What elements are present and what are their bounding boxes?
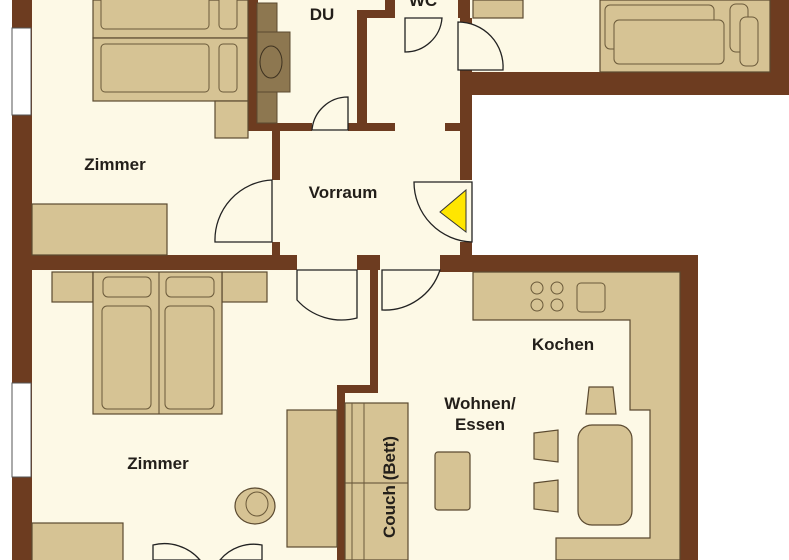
bed-lower [51, 271, 268, 415]
bed-top-right [599, 0, 771, 73]
door-wc [404, 17, 443, 53]
doors [152, 17, 504, 560]
window-top-left [11, 27, 32, 116]
window-bottom-left [11, 382, 32, 478]
entrance-triangle-icon [439, 188, 467, 234]
label-kochen: Kochen [532, 335, 594, 354]
chair [585, 386, 617, 415]
couch [344, 402, 409, 560]
label-wohnen: Wohnen/ [444, 394, 516, 413]
nightstand-upper [214, 100, 249, 139]
coffee-table [434, 451, 471, 511]
wardrobe [286, 409, 338, 548]
door-wohnen [381, 269, 441, 311]
label-du: DU [310, 5, 335, 24]
door-zimmer-upper [214, 179, 273, 243]
shelf-hall [472, 0, 524, 19]
kitchen-counter [472, 271, 681, 560]
label-essen: Essen [455, 415, 505, 434]
desk [31, 522, 124, 560]
chair [533, 429, 559, 463]
door-du [311, 96, 349, 131]
bed-upper [92, 0, 249, 102]
stove [256, 2, 291, 124]
label-vorraum: Vorraum [309, 183, 378, 202]
label-couch: Couch (Bett) [380, 436, 399, 538]
label-wc: WC [409, 0, 437, 10]
armchair [234, 487, 276, 525]
label-zimmer-top: Zimmer [84, 155, 146, 174]
label-zimmer-bottom: Zimmer [127, 454, 189, 473]
chair [533, 479, 559, 513]
door-zimmer-lower [296, 269, 358, 321]
cabinet-upper [31, 203, 168, 256]
dining-table [577, 424, 633, 526]
door-top-right [457, 21, 504, 71]
